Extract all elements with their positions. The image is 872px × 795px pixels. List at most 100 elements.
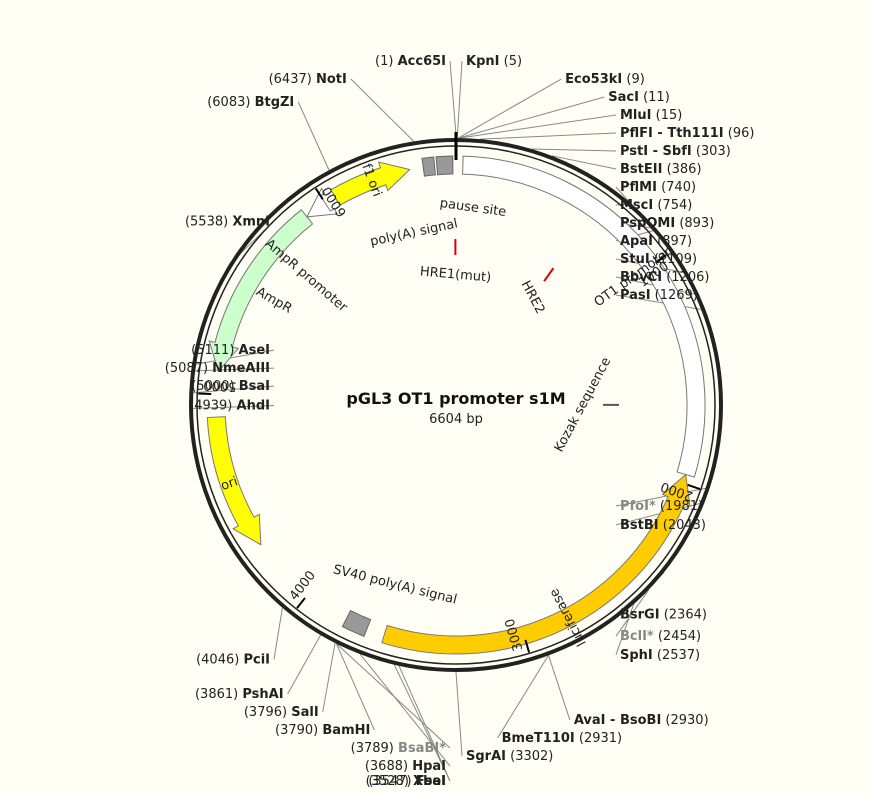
- site-leader: [273, 607, 283, 660]
- site-label: SgrAI (3302): [466, 749, 553, 764]
- site-labels: KpnI (5)Eco53kI (9)SacI (11)MluI (15)Pfl…: [165, 54, 755, 789]
- site-leader: [615, 589, 650, 637]
- site-name: BmeT110I: [502, 731, 575, 746]
- site-name: AseI: [239, 343, 270, 358]
- site-position: (2537): [657, 648, 700, 663]
- site-position: (6437): [269, 72, 312, 87]
- site-leader: [350, 78, 415, 142]
- site-name: XbaI: [413, 774, 446, 789]
- site-leader: [459, 114, 617, 139]
- site-name: Eco53kI: [565, 72, 622, 87]
- site-label: PasI (1269): [620, 288, 698, 303]
- site-position: (2930): [665, 713, 708, 728]
- site-leader: [615, 294, 706, 311]
- site-label: BclI* (2454): [620, 629, 701, 644]
- site-position: (3796): [244, 705, 287, 720]
- site-position: (11): [643, 90, 670, 105]
- site-leader: [456, 60, 463, 139]
- site-label: (4046) PciI: [196, 652, 270, 667]
- site-leader: [480, 132, 617, 140]
- site-label: (3796) SalI: [244, 705, 319, 720]
- site-name: BtgZI: [255, 95, 295, 110]
- site-name: AhdI: [237, 399, 270, 414]
- site-position: (3789): [351, 741, 394, 756]
- site-label: (5538) XmnI: [185, 214, 270, 229]
- site-label: (5000) BsaI: [191, 379, 270, 394]
- site-position: (740): [661, 180, 696, 195]
- site-position: (386): [667, 162, 702, 177]
- site-name: BsaI: [239, 379, 270, 394]
- tick-mark: [198, 392, 212, 396]
- site-name: PspOMI: [620, 216, 675, 231]
- site-position: (5000): [191, 379, 234, 394]
- site-position: (1981): [660, 499, 703, 514]
- site-leader: [335, 643, 375, 731]
- site-label: (1) Acc65I: [375, 54, 446, 69]
- backbone-ring: [189, 132, 723, 672]
- site-label: PspOMI (893): [620, 216, 714, 231]
- site-label: (3861) PshAI: [195, 687, 284, 702]
- tick-mark: [314, 187, 324, 200]
- feature-poly-a-signal-box: [421, 156, 436, 177]
- site-position: (5538): [185, 214, 228, 229]
- feature-sv40-poly-a-signal-box: [341, 609, 372, 638]
- site-position: (754): [657, 198, 692, 213]
- site-position: (4046): [196, 652, 239, 667]
- site-name: NotI: [316, 72, 347, 87]
- feature-hre2-mark: [543, 267, 555, 282]
- tick-label: 5000: [203, 377, 237, 393]
- site-name: BsrGI: [620, 607, 660, 622]
- site-name: StuI: [620, 252, 650, 267]
- feature-ori-arc: [206, 416, 262, 546]
- site-name: PshAI: [242, 687, 283, 702]
- site-leader: [548, 655, 571, 721]
- site-label: BmeT110I (2931): [502, 731, 623, 746]
- site-label: SacI (11): [608, 90, 670, 105]
- site-leader: [551, 155, 617, 170]
- site-name: PasI: [620, 288, 651, 303]
- site-label: (3789) BsaBI*: [351, 741, 447, 756]
- site-label: (5087) NmeAIII: [165, 361, 270, 376]
- site-leader: [398, 665, 451, 782]
- site-leader: [393, 664, 451, 782]
- site-name: MscI: [620, 198, 653, 213]
- site-position: (9): [626, 72, 644, 87]
- site-position: (3790): [275, 723, 318, 738]
- site-position: (2454): [658, 629, 701, 644]
- tick-mark: [687, 483, 701, 491]
- site-position: (5111): [191, 343, 234, 358]
- center-labels: pGL3 OT1 promoter s1M 6604 bp: [346, 389, 565, 427]
- site-position: (2364): [664, 607, 707, 622]
- site-position: (3688): [365, 759, 408, 774]
- site-position: (6083): [207, 95, 250, 110]
- site-position: (3528): [366, 774, 409, 789]
- site-position: (1): [375, 54, 393, 69]
- site-label: BbvCI (1206): [620, 270, 709, 285]
- feature-ori-label: ori: [219, 474, 240, 494]
- site-leader: [458, 96, 605, 139]
- site-label: (5111) AseI: [191, 343, 270, 358]
- site-label: SphI (2537): [620, 648, 700, 663]
- feature-ampr-arc: [208, 209, 314, 373]
- site-leader: [497, 655, 549, 739]
- feature-luciferase-arc: [381, 473, 691, 655]
- site-name: BbvCI: [620, 270, 662, 285]
- plasmid-name: pGL3 OT1 promoter s1M: [346, 389, 565, 408]
- tick-label: 4000: [287, 568, 319, 603]
- site-label: PstI - SbfI (303): [620, 144, 731, 159]
- site-leader: [615, 604, 635, 656]
- tick-mark: [296, 597, 306, 609]
- site-name: BamHI: [322, 723, 370, 738]
- site-position: (5087): [165, 361, 208, 376]
- site-name: PflMI: [620, 180, 657, 195]
- feature-poly-a-signal-label: poly(A) signal: [369, 216, 459, 249]
- site-position: (3547): [368, 774, 411, 789]
- site-leader: [189, 385, 275, 394]
- site-label: PflMI (740): [620, 180, 696, 195]
- site-label: (3790) BamHI: [275, 723, 370, 738]
- site-position: (1109): [654, 252, 697, 267]
- site-name: BstBI: [620, 518, 659, 533]
- site-position: (1269): [655, 288, 698, 303]
